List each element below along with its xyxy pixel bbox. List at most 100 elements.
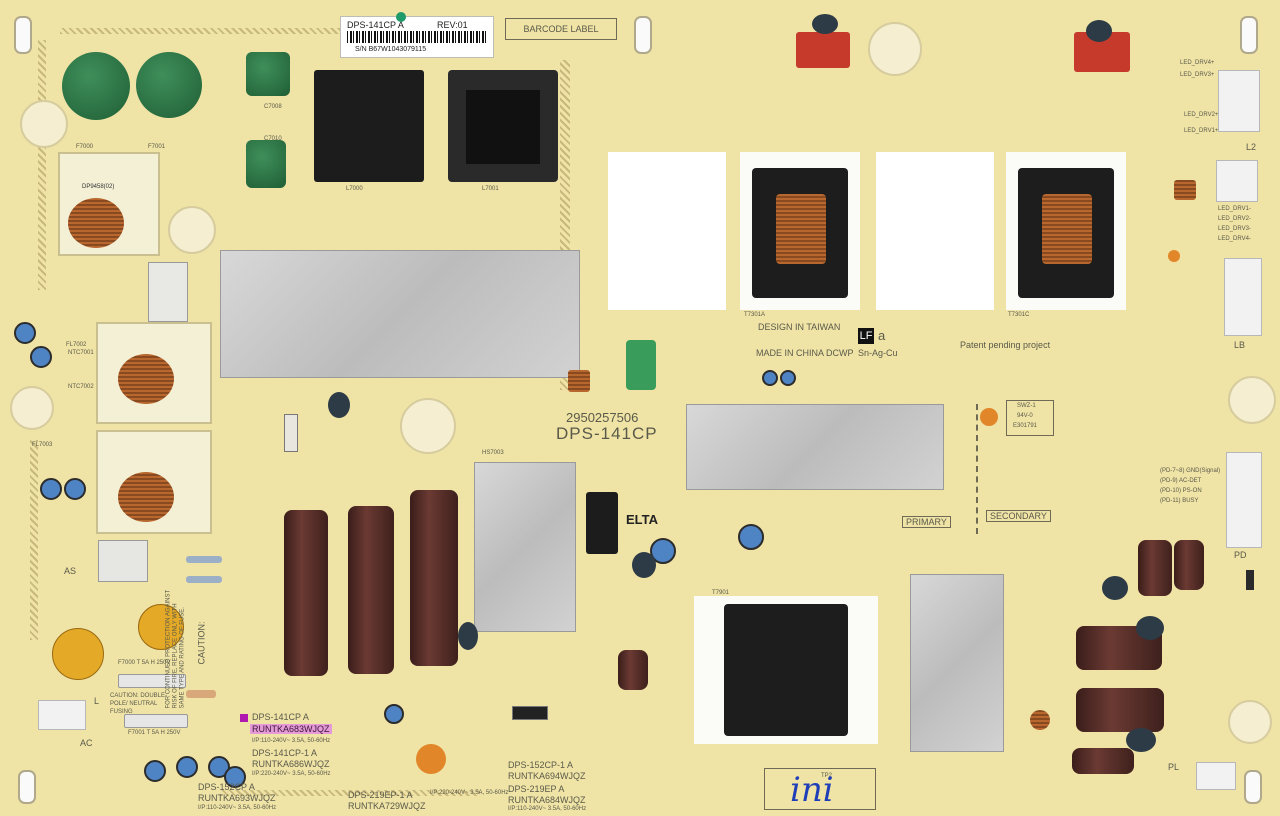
connector-label: LED_DRV3+ bbox=[1180, 72, 1215, 78]
ref-designator: FL7003 bbox=[32, 442, 53, 448]
fuse bbox=[118, 674, 186, 688]
y-capacitor bbox=[738, 524, 764, 550]
signal-label: (PD-9) AC-DET bbox=[1160, 478, 1202, 484]
glue-dab bbox=[458, 622, 478, 650]
ref-designator: C7010 bbox=[264, 136, 282, 142]
lf-mark-text: LF bbox=[859, 330, 873, 342]
y-capacitor bbox=[14, 322, 36, 344]
small-inductor bbox=[1030, 710, 1050, 730]
relay bbox=[148, 262, 188, 322]
green-dot-sticker bbox=[396, 12, 406, 22]
common-mode-choke: DP9458(02) bbox=[58, 152, 160, 256]
electrolytic-capacitor bbox=[1076, 688, 1164, 732]
connector-label: LED_DRV4- bbox=[1218, 236, 1251, 242]
electrolytic-capacitor bbox=[348, 506, 394, 674]
y-capacitor bbox=[64, 478, 86, 500]
ref-designator: L7000 bbox=[346, 186, 363, 192]
sticker-rev: REV:01 bbox=[437, 20, 468, 30]
ref-designator: T7301C bbox=[1008, 312, 1030, 318]
lf-mark: LF bbox=[858, 328, 874, 344]
mounting-hole bbox=[400, 398, 456, 454]
screw-slot-icon bbox=[634, 16, 652, 54]
handwritten-mark: ini bbox=[790, 770, 834, 810]
screw-slot-icon bbox=[18, 770, 36, 804]
y-capacitor bbox=[650, 538, 676, 564]
variant-spec: I/P:220-240V~ 3.5A, 50-60Hz bbox=[430, 790, 509, 796]
screw-slot-icon bbox=[1240, 16, 1258, 54]
ntc-thermistor bbox=[136, 52, 202, 118]
mounting-hole bbox=[168, 206, 216, 254]
electrolytic-capacitor bbox=[284, 510, 328, 676]
ul-block: SWZ-1 94V-0 E301791 bbox=[1006, 400, 1054, 436]
x-capacitor bbox=[246, 52, 290, 96]
edge-label-lb: LB bbox=[1234, 340, 1246, 350]
output-transformer bbox=[694, 596, 878, 744]
film-capacitor bbox=[796, 32, 850, 68]
choke-coil bbox=[68, 198, 124, 248]
ref-designator: F7001 bbox=[148, 144, 166, 150]
variant-code: RUNTKA693WJQZ bbox=[198, 793, 276, 803]
insulation-sheet bbox=[876, 152, 994, 310]
model-silk: DPS-141CP bbox=[556, 424, 658, 443]
screw-slot-icon bbox=[14, 16, 32, 54]
electrolytic-capacitor bbox=[1072, 748, 1134, 774]
ceramic-capacitor bbox=[1168, 250, 1180, 262]
ref-designator: HS7003 bbox=[482, 450, 504, 456]
edge-label-ac: AC bbox=[80, 738, 93, 748]
caution-title: CAUTION: bbox=[196, 621, 207, 665]
glue-dab bbox=[1136, 616, 1164, 640]
sticker-barcode bbox=[347, 31, 487, 43]
resistor bbox=[186, 556, 222, 563]
variant-spec: I/P:110-240V~ 3.5A, 50-60Hz bbox=[198, 805, 277, 811]
signal-label: (PD-11) BUSY bbox=[1160, 498, 1199, 504]
resistor bbox=[186, 576, 222, 583]
mounting-hole bbox=[868, 22, 922, 76]
ac-inlet-connector bbox=[38, 700, 86, 730]
mounting-hole bbox=[20, 100, 68, 148]
edge-label-pl: PL bbox=[1168, 762, 1180, 772]
optocoupler-block bbox=[586, 492, 618, 554]
connector-label: LED_DRV1+ bbox=[1184, 128, 1219, 134]
edge-trace-bottom bbox=[220, 790, 480, 796]
variant-spec: I/P:220-240V~ 3.5A, 50-60Hz bbox=[252, 771, 331, 777]
edge-label-as: AS bbox=[64, 566, 77, 576]
ref-designator: NTC7002 bbox=[68, 384, 94, 390]
mounting-hole bbox=[1228, 376, 1276, 424]
isolation-boundary bbox=[976, 404, 978, 534]
ceramic-capacitor bbox=[416, 744, 446, 774]
transformer-core bbox=[724, 604, 848, 736]
insulation-sheet bbox=[608, 152, 726, 310]
ref-designator: C7008 bbox=[264, 104, 282, 110]
serial-sticker: DPS-141CP A REV:01 S/N B67W1043079115 bbox=[340, 16, 494, 58]
ntc-thermistor bbox=[62, 52, 130, 120]
led-driver-connector bbox=[1218, 70, 1260, 132]
bridge-rectifier bbox=[98, 540, 148, 582]
transformer-core bbox=[752, 168, 848, 298]
choke-coil bbox=[118, 472, 174, 522]
led-connector-l2 bbox=[1216, 160, 1258, 202]
y-capacitor bbox=[224, 766, 246, 788]
y-capacitor bbox=[30, 346, 52, 368]
edge-label-l2: L2 bbox=[1246, 142, 1257, 152]
variant-name: DPS-141CP-1 A bbox=[252, 748, 318, 758]
llc-transformer bbox=[740, 152, 860, 310]
variant-name: DPS-152CP A bbox=[198, 782, 255, 792]
delta-logo: ELTA bbox=[626, 512, 659, 527]
small-inductor bbox=[568, 370, 590, 392]
ref-designator: T7301A bbox=[744, 312, 766, 318]
caution-fusing: CAUTION: DOUBLE-POLE/ NEUTRAL FUSING bbox=[110, 693, 168, 715]
ref-designator: L7001 bbox=[482, 186, 499, 192]
primary-label: PRIMARY bbox=[902, 516, 951, 528]
transformer-winding bbox=[1042, 194, 1092, 264]
glue-dab bbox=[1126, 728, 1156, 752]
connector-label: LED_DRV2+ bbox=[1184, 112, 1219, 118]
ceramic-capacitor bbox=[980, 408, 998, 426]
diode bbox=[284, 414, 298, 452]
x-capacitor bbox=[246, 140, 286, 188]
diode bbox=[512, 706, 548, 720]
barcode-label-text: BARCODE LABEL bbox=[523, 24, 599, 34]
pfc-inductor-frame bbox=[448, 70, 558, 182]
barcode-label-box: BARCODE LABEL bbox=[505, 18, 617, 40]
edge-label-l: L bbox=[94, 696, 100, 706]
